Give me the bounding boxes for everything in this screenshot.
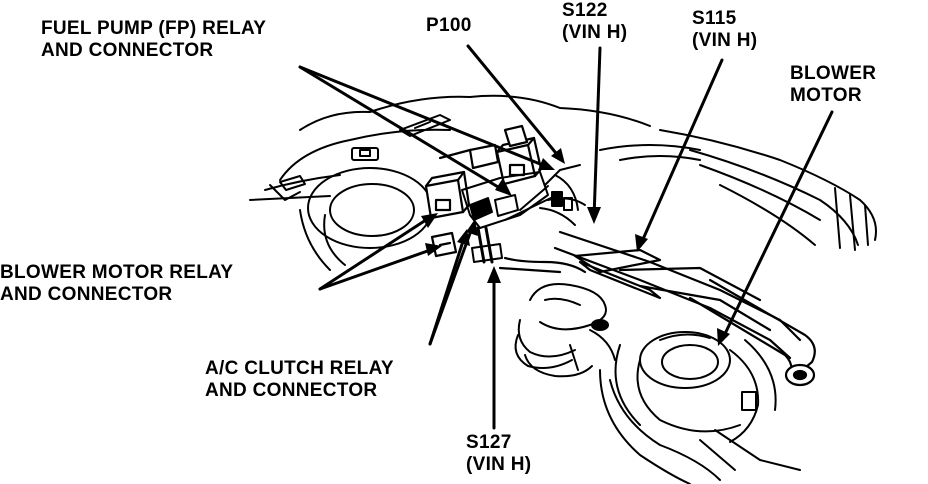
- label-line: MOTOR: [790, 85, 862, 106]
- label-line: AND CONNECTOR: [0, 284, 173, 305]
- label-line: S115: [692, 8, 737, 29]
- label-line: A/C CLUTCH RELAY: [205, 358, 394, 379]
- firewall-panel: [249, 94, 877, 251]
- label-line: (VIN H): [466, 454, 532, 475]
- brackets: [279, 114, 451, 191]
- blower-motor-housing: [599, 331, 801, 484]
- label-line: FUEL PUMP (FP) RELAY: [41, 18, 267, 39]
- label-line: S127: [466, 432, 512, 453]
- label-line: (VIN H): [562, 22, 628, 43]
- label-p100: P100: [426, 15, 472, 37]
- relay-cluster: [461, 164, 586, 264]
- label-line: AND CONNECTOR: [41, 40, 214, 61]
- label-s122: S122 (VIN H): [562, 0, 627, 44]
- label-blower-motor: BLOWER MOTOR: [790, 63, 876, 107]
- label-line: (VIN H): [692, 30, 758, 51]
- label-line: AND CONNECTOR: [205, 380, 378, 401]
- label-s127: S127 (VIN H): [466, 432, 531, 476]
- label-blower-motor-relay: BLOWER MOTOR RELAY AND CONNECTOR: [0, 262, 233, 306]
- wheel-well: [299, 167, 433, 271]
- lower-hoses: [514, 283, 616, 378]
- wiring-harness: [498, 230, 816, 387]
- label-fuel-pump-relay: FUEL PUMP (FP) RELAY AND CONNECTOR: [41, 18, 266, 62]
- arrowheads: [421, 148, 730, 346]
- leader-lines: [298, 44, 834, 430]
- label-s115: S115 (VIN H): [692, 8, 757, 52]
- fuel-pump-relay: [438, 124, 543, 186]
- label-line: BLOWER: [790, 63, 877, 84]
- label-line: P100: [426, 15, 472, 36]
- label-line: BLOWER MOTOR RELAY: [0, 262, 234, 283]
- label-ac-clutch-relay: A/C CLUTCH RELAY AND CONNECTOR: [205, 358, 394, 402]
- label-line: S122: [562, 0, 608, 21]
